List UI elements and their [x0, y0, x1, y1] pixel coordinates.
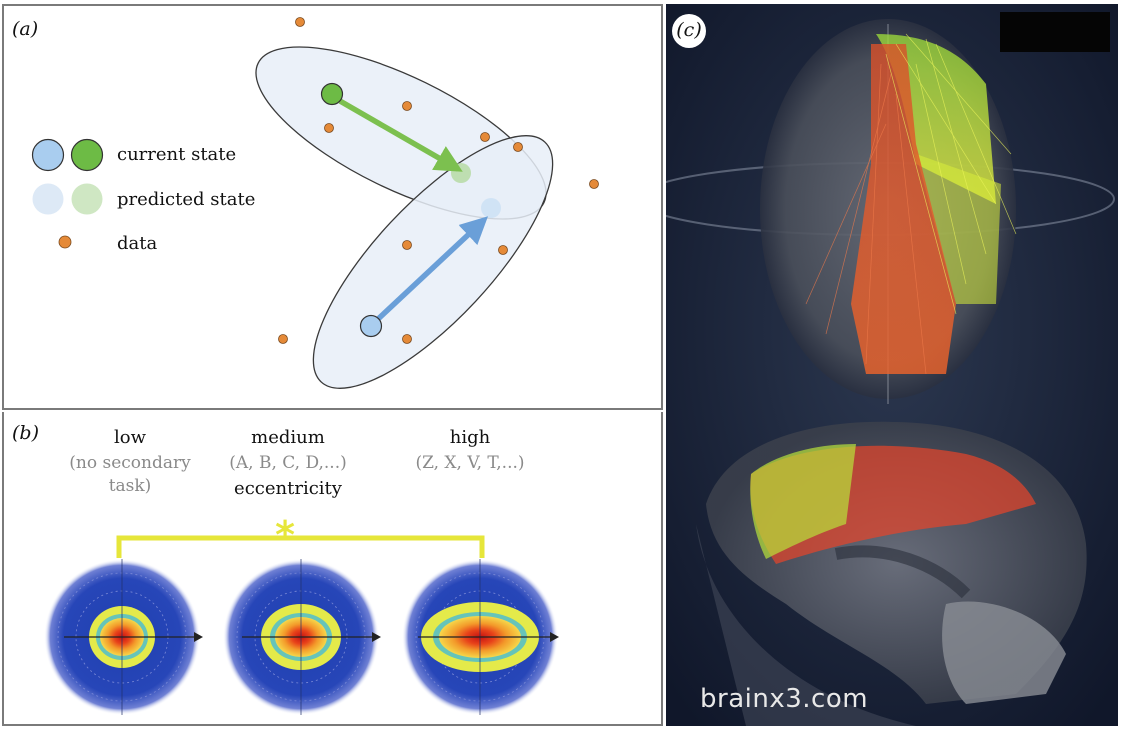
- redaction-box: [1000, 12, 1110, 52]
- legend-predicted-blue: [32, 183, 64, 215]
- data-point: [324, 123, 334, 133]
- data-point: [402, 240, 412, 250]
- level-low-title: low: [113, 427, 146, 448]
- legend-data-dot: [58, 235, 72, 249]
- sagittal-brain-view: [696, 421, 1087, 726]
- green-transition-arrow: [338, 98, 463, 172]
- heatmap-high: [402, 559, 559, 715]
- blue-predicted-state: [481, 198, 501, 218]
- level-high-title: high: [449, 427, 491, 448]
- panel-c-label: (c): [672, 14, 706, 48]
- legend-predicted-green: [71, 183, 103, 215]
- level-medium-subtitle: (A, B, C, D,...): [229, 453, 347, 473]
- axial-brain-view: [666, 19, 1115, 404]
- data-points: [278, 17, 599, 344]
- data-point: [295, 17, 305, 27]
- data-point: [480, 132, 490, 142]
- panel-c: (c) brainx3.com: [666, 4, 1118, 726]
- eccentricity-heatmaps: *: [44, 513, 559, 715]
- significance-bracket: [116, 535, 485, 558]
- data-point: [402, 334, 412, 344]
- legend: current state predicted state data: [31, 138, 255, 254]
- panel-b-label: (b): [12, 422, 39, 444]
- data-point: [278, 334, 288, 344]
- panel-a: (a): [2, 4, 663, 410]
- data-point: [589, 179, 599, 189]
- green-current-state: [320, 82, 344, 106]
- legend-data-label: data: [117, 233, 157, 254]
- panel-b: (b) low (no secondary task) medium (A, B…: [2, 412, 663, 726]
- level-high-subtitle: (Z, X, V, T,...): [415, 453, 525, 473]
- data-point: [498, 245, 508, 255]
- data-point: [402, 101, 412, 111]
- heatmap-low: [44, 559, 203, 715]
- legend-current-blue: [31, 138, 65, 172]
- blue-transition-arrow: [375, 216, 489, 323]
- legend-current-green: [70, 138, 104, 172]
- panel-a-label: (a): [12, 18, 39, 40]
- level-medium-title: medium: [251, 427, 325, 448]
- legend-predicted-label: predicted state: [117, 189, 255, 210]
- state-prediction-diagram: current state predicted state data: [31, 17, 599, 389]
- legend-current-label: current state: [117, 144, 236, 165]
- heatmap-medium: [223, 559, 381, 715]
- brain-tractography-image: [666, 4, 1118, 726]
- significance-star: *: [275, 513, 295, 557]
- blue-current-state: [359, 314, 383, 338]
- watermark-text: brainx3.com: [700, 684, 869, 714]
- data-point: [513, 142, 523, 152]
- level-low-subtitle: (no secondary task): [69, 453, 191, 496]
- eccentricity-label: eccentricity: [234, 478, 342, 499]
